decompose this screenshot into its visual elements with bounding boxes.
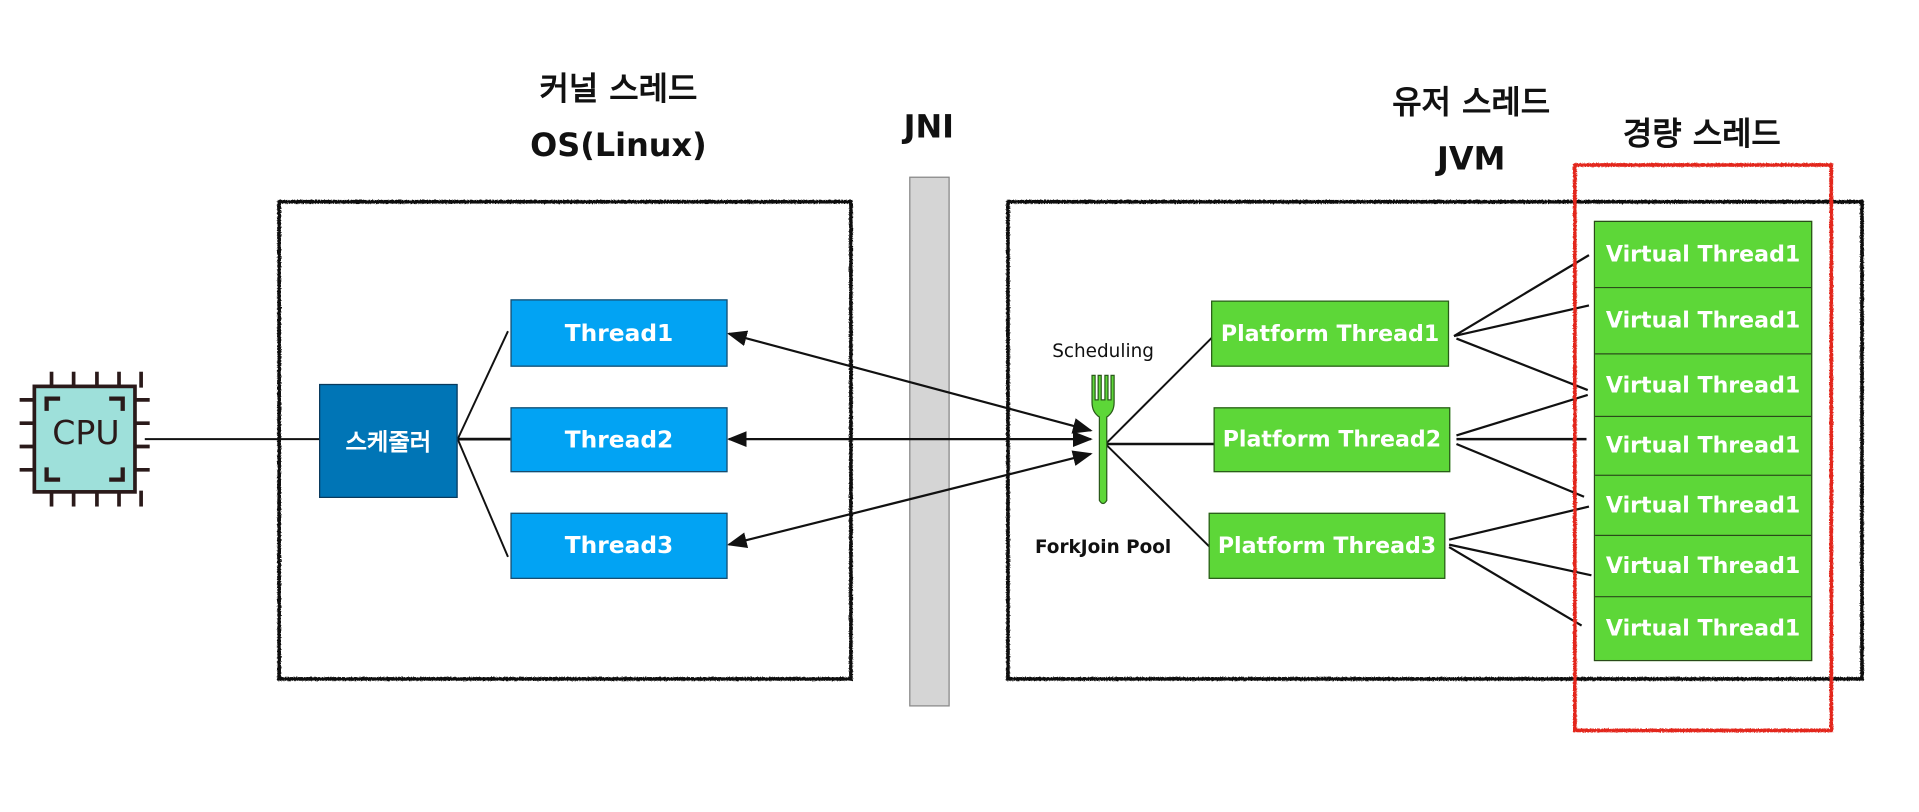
virtual-thread: Virtual Thread1 <box>1595 475 1812 537</box>
platform-thread-2: Platform Thread2 <box>1213 407 1451 473</box>
virtual-thread: Virtual Thread1 <box>1595 354 1812 418</box>
platform-thread-1: Platform Thread1 <box>1211 300 1450 367</box>
user-thread-title: 유저 스레드 <box>1392 84 1551 122</box>
fork-platform3-line <box>1104 443 1211 548</box>
os-linux-title: OS(Linux) <box>530 127 707 165</box>
fork-icon <box>1091 374 1115 505</box>
jvm-title: JVM <box>1437 141 1506 178</box>
jni-arrow-thread3 <box>726 450 1093 548</box>
virtual-thread-stack: Virtual Thread1 Virtual Thread1 Virtual … <box>1593 220 1813 662</box>
kernel-thread-title: 커널 스레드 <box>539 71 698 108</box>
virtual-thread: Virtual Thread1 <box>1595 288 1812 355</box>
forkjoin-pool-label: ForkJoin Pool <box>1034 536 1172 559</box>
lightweight-thread-highlight <box>1573 163 1834 733</box>
scheduler-thread1-line <box>456 330 509 440</box>
jni-title: JNI <box>903 109 955 146</box>
cpu-chip-icon <box>19 371 150 507</box>
virtual-thread: Virtual Thread1 <box>1595 417 1812 476</box>
fork-platform1-line <box>1104 335 1215 445</box>
kernel-thread-2: Thread2 <box>510 407 728 473</box>
scheduling-label: Scheduling <box>1052 339 1154 362</box>
kernel-thread-1: Thread1 <box>510 299 728 367</box>
scheduler-thread3-line <box>456 438 509 558</box>
platform-thread-3: Platform Thread3 <box>1208 512 1446 579</box>
lightweight-thread-title: 경량 스레드 <box>1622 116 1781 154</box>
virtual-thread: Virtual Thread1 <box>1595 222 1812 289</box>
virtual-thread: Virtual Thread1 <box>1595 536 1812 598</box>
cpu-label: CPU <box>52 414 120 453</box>
jni-arrow-thread1 <box>726 330 1093 434</box>
virtual-thread: Virtual Thread1 <box>1595 597 1812 660</box>
kernel-scheduler-box: 스케줄러 <box>319 383 458 498</box>
kernel-thread-3: Thread3 <box>510 512 728 579</box>
